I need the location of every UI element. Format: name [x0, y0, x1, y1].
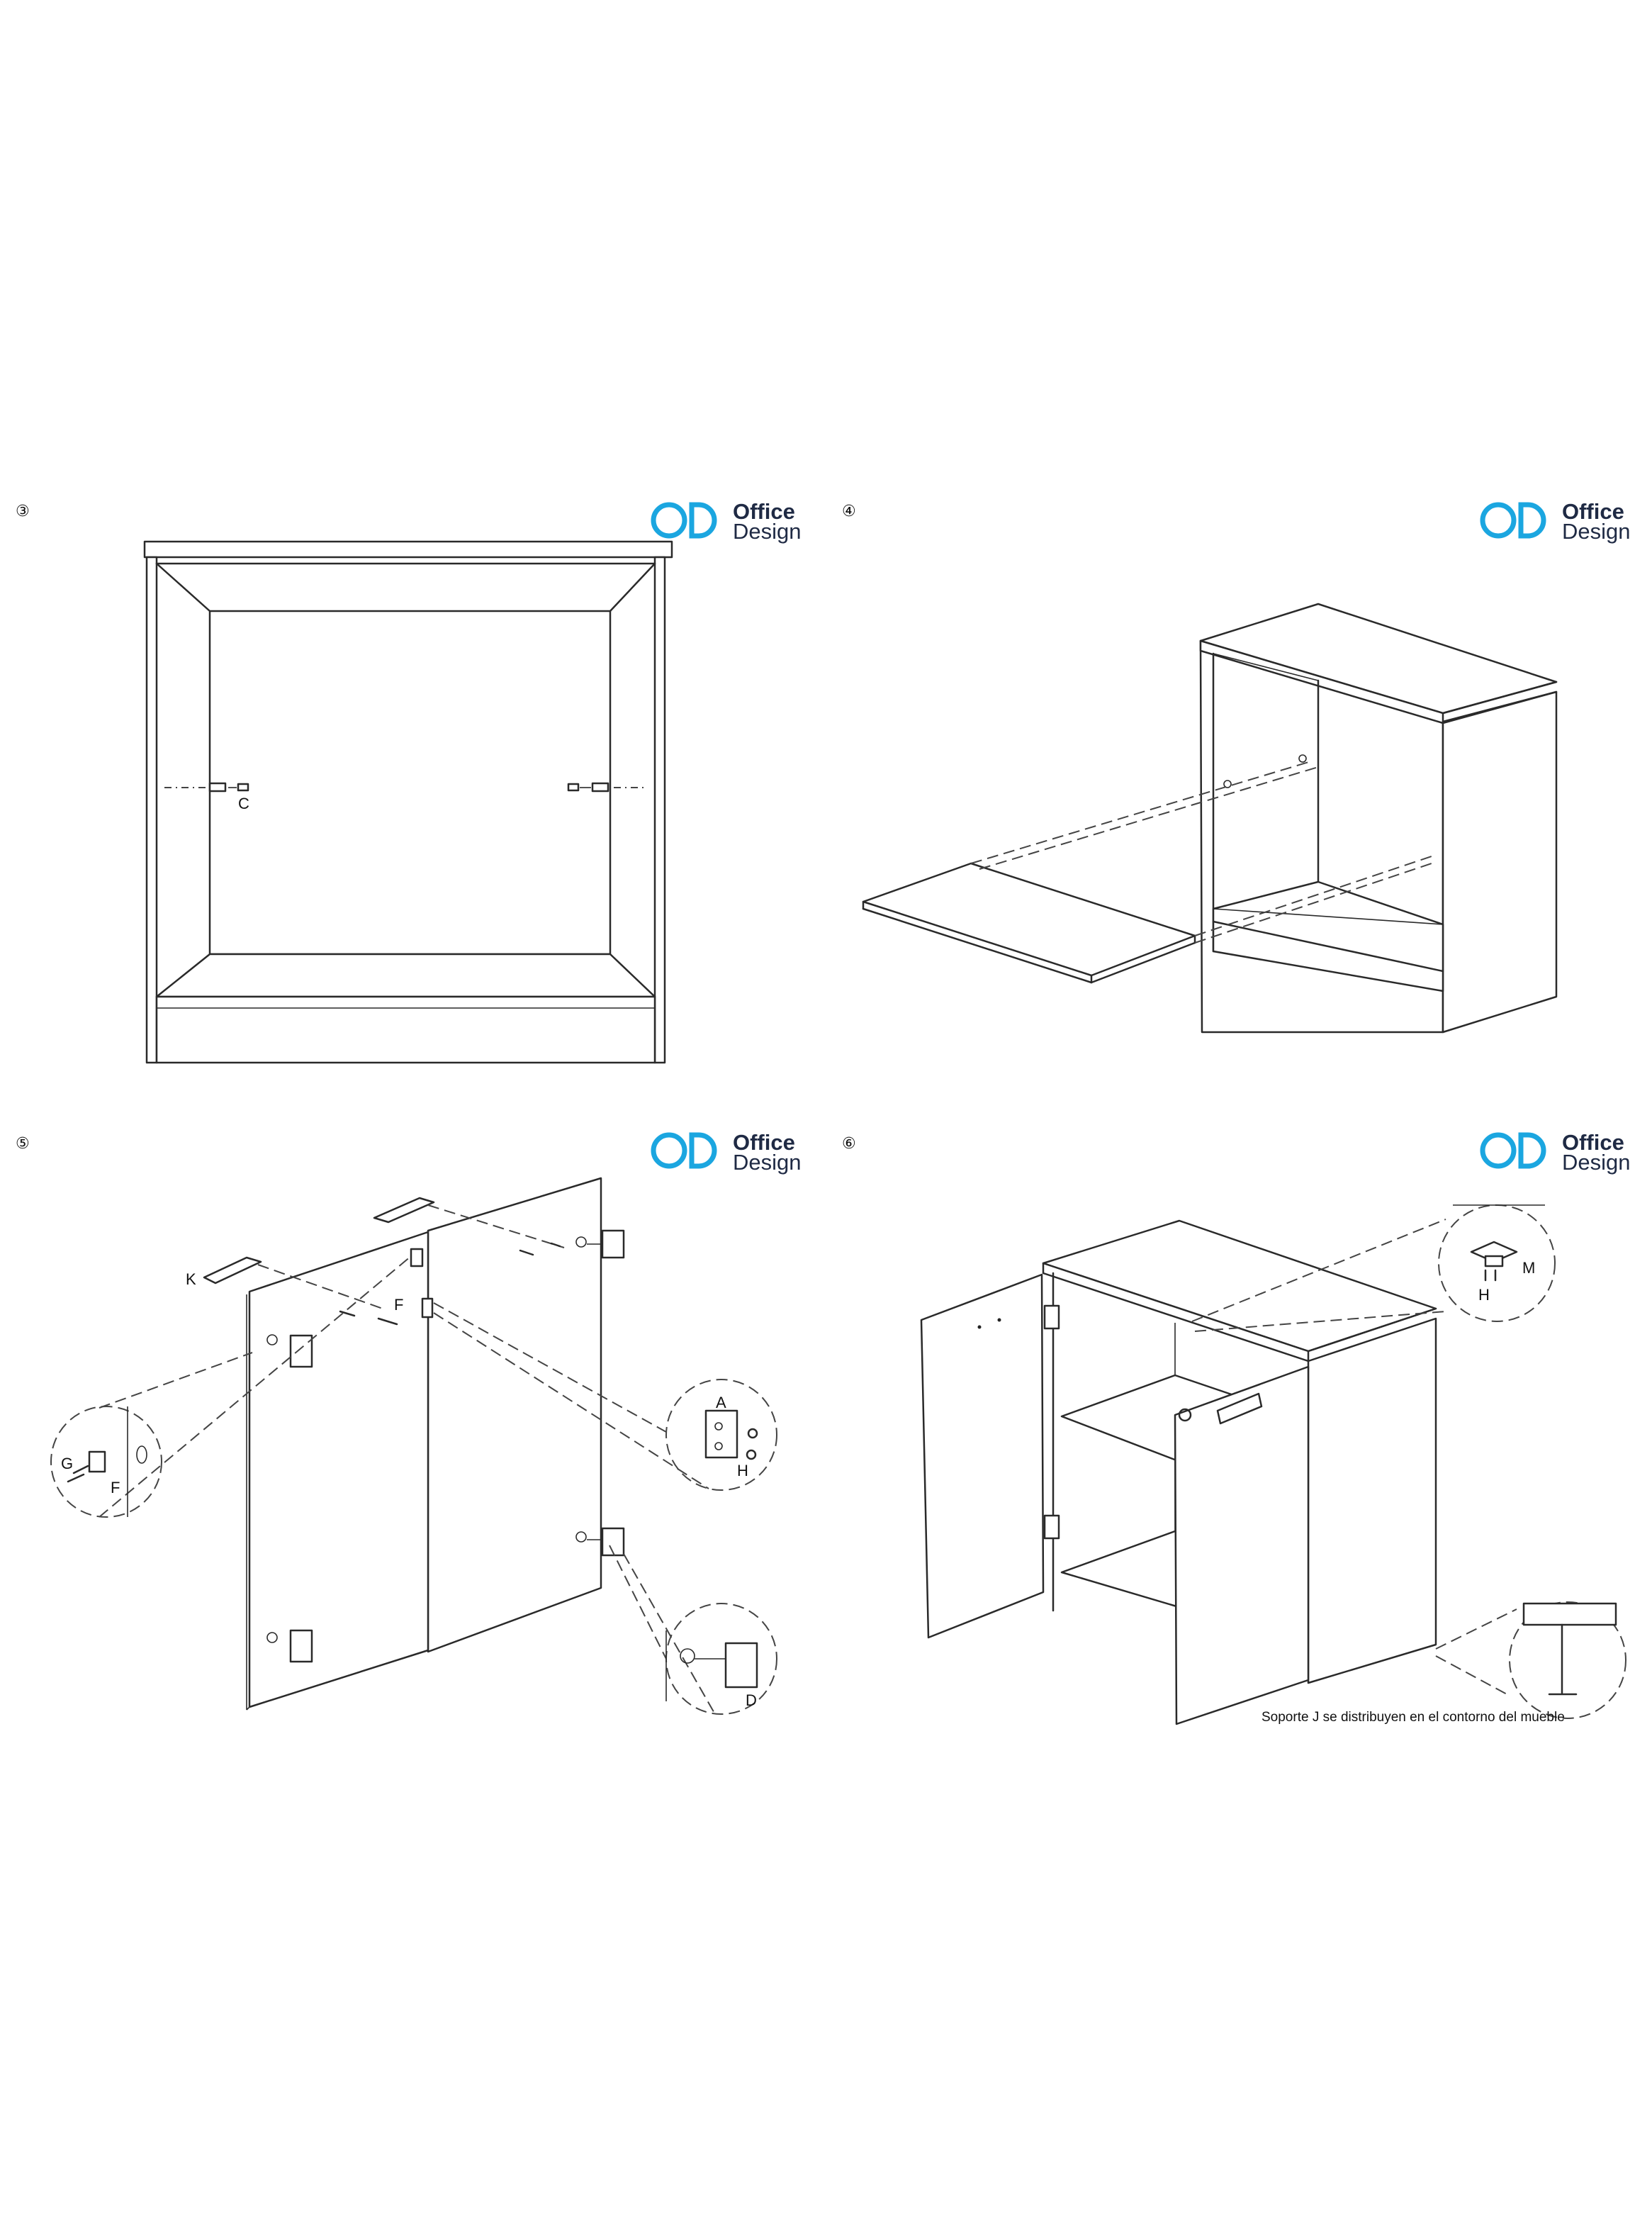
hinge	[266, 1629, 313, 1663]
label-k: K	[186, 1270, 196, 1288]
brand-office-text: Office	[733, 1130, 795, 1155]
label-a: A	[716, 1394, 726, 1411]
label-d: D	[746, 1691, 757, 1709]
cabinet-front-view: C	[143, 540, 673, 1064]
label-m: M	[1522, 1259, 1535, 1277]
od-logo-icon	[651, 502, 717, 539]
brand-office-text: Office	[1562, 499, 1624, 524]
label-c: C	[238, 795, 249, 812]
step-4-panel: ④ Office Design	[842, 499, 1631, 1034]
brand-office-text: Office	[1562, 1130, 1624, 1155]
brand-design-text: Design	[733, 519, 802, 544]
od-logo-icon	[1480, 502, 1546, 539]
doors-assembly: K F G F	[50, 1177, 777, 1716]
label-f: F	[394, 1296, 403, 1314]
cabinet-with-doors: M H Soporte J se distribuyen en el conto…	[920, 1204, 1626, 1725]
detail-circle-plate: A H	[433, 1302, 777, 1491]
caption-support-j: Soporte J se distribuyen en el contorno …	[1262, 1710, 1565, 1725]
step-4-number: ④	[842, 503, 856, 520]
step-6-panel: ⑥ Office Design	[842, 1130, 1631, 1725]
od-logo-icon	[651, 1132, 717, 1169]
hinge	[266, 1334, 313, 1368]
hinge	[575, 1527, 625, 1557]
step-3-number: ③	[16, 503, 30, 520]
detail-circle-hinge: D	[609, 1545, 777, 1716]
brand-office-text: Office	[733, 499, 795, 524]
label-h: H	[1478, 1286, 1490, 1304]
step-5-number: ⑤	[16, 1135, 30, 1153]
od-logo-icon	[1480, 1132, 1546, 1169]
detail-circle-catch: G F	[50, 1255, 412, 1518]
detail-circle-bracket: M H	[1191, 1204, 1556, 1332]
step-6-number: ⑥	[842, 1135, 856, 1153]
label-g: G	[61, 1455, 73, 1472]
label-h: H	[737, 1462, 748, 1479]
brand-design-text: Design	[1562, 1150, 1631, 1175]
label-f: F	[111, 1479, 120, 1496]
step-5-panel: ⑤ Office Design	[16, 1130, 802, 1716]
step-3-panel: ③ Office Design C	[16, 499, 802, 1064]
detail-circle-foot	[1435, 1601, 1626, 1719]
hinge	[575, 1229, 625, 1259]
cabinet-iso-view	[862, 603, 1558, 1034]
brand-design-text: Design	[733, 1150, 802, 1175]
brand-design-text: Design	[1562, 519, 1631, 544]
